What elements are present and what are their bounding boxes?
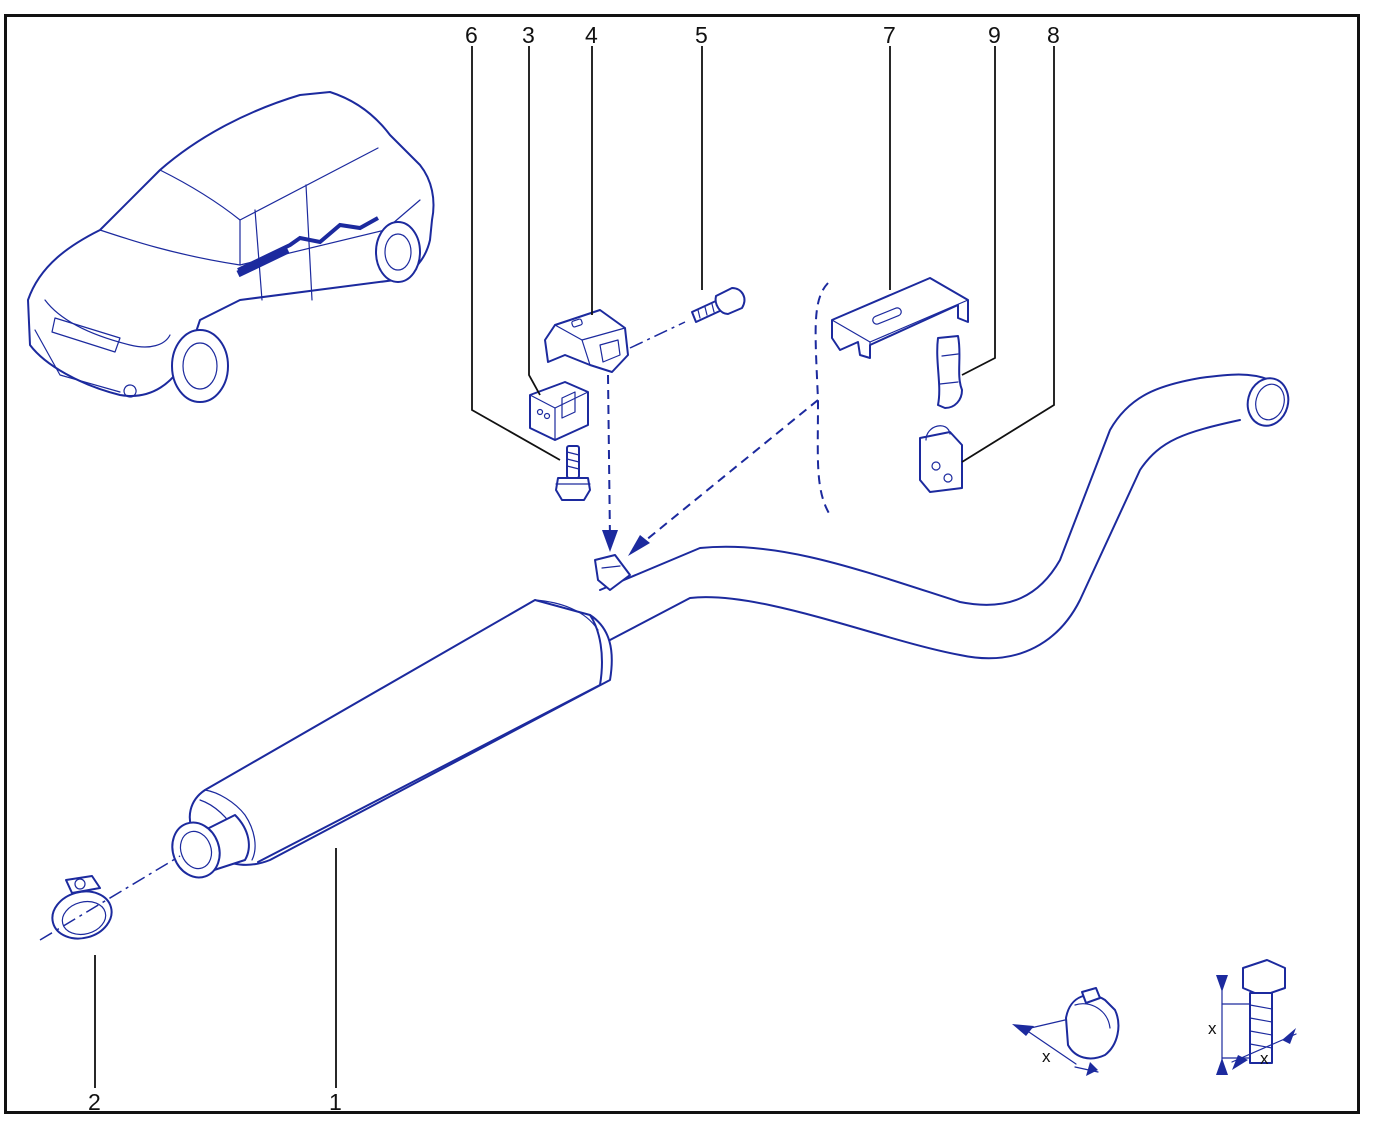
callout-8: 8	[1047, 22, 1060, 48]
callout-2: 2	[88, 1089, 101, 1115]
leader-lines	[94, 46, 1055, 1088]
assembly-guides	[39, 282, 831, 941]
clamp-dimension-icon	[1012, 987, 1120, 1076]
dimension-x-clamp: x	[1042, 1047, 1051, 1066]
dimension-x-bolt-length: x	[1208, 1019, 1217, 1038]
callout-3: 3	[522, 22, 535, 48]
rubber-mount-icon	[529, 381, 589, 441]
dimension-x-bolt-diameter: x	[1260, 1049, 1269, 1068]
bolt-dimension-icon	[1216, 959, 1297, 1075]
clamp-icon	[51, 875, 113, 940]
hanger-plate-icon	[919, 425, 963, 493]
muffler-exhaust-icon	[171, 373, 1290, 879]
car-outline-icon	[27, 91, 435, 403]
bolt-icon	[691, 287, 746, 323]
hanger-strap-icon	[831, 277, 969, 359]
hanger-strap-icon	[936, 335, 963, 409]
bolt-icon	[555, 445, 591, 501]
callout-4: 4	[585, 22, 598, 48]
diagram-frame	[4, 14, 1360, 1114]
callout-1: 1	[329, 1089, 342, 1115]
callout-6: 6	[465, 22, 478, 48]
callout-9: 9	[988, 22, 1001, 48]
bracket-icon	[544, 309, 629, 373]
callout-5: 5	[695, 22, 708, 48]
callout-7: 7	[883, 22, 896, 48]
